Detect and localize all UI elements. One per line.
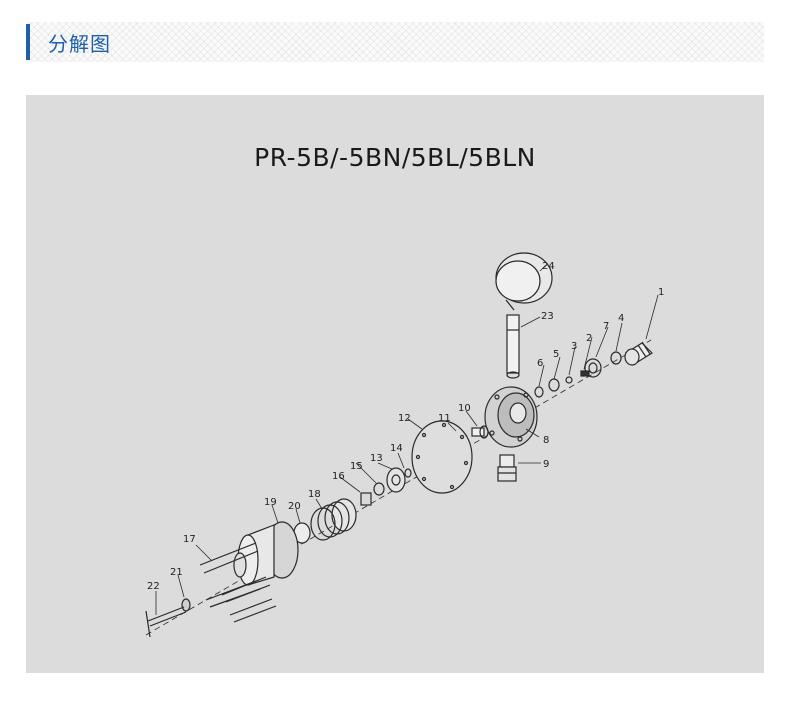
part-label: 10 bbox=[458, 403, 471, 414]
part-adjusting-screw bbox=[145, 606, 187, 638]
part-label: 2 bbox=[586, 333, 592, 344]
section-title: 分解图 bbox=[48, 32, 111, 56]
section-header: 分解图 bbox=[26, 22, 764, 62]
part-bolts-17 bbox=[199, 542, 277, 623]
part-bonnet bbox=[233, 521, 299, 586]
part-label: 18 bbox=[308, 489, 321, 500]
exploded-view-panel: PR-5B/-5BN/5BL/5BLN bbox=[26, 95, 764, 673]
model-title: PR-5B/-5BN/5BL/5BLN bbox=[254, 143, 536, 172]
part-body bbox=[484, 386, 538, 448]
part-fitting bbox=[624, 341, 653, 366]
part-diaphragm bbox=[411, 420, 473, 494]
part-washer-14 bbox=[404, 468, 412, 478]
part-ring-15 bbox=[373, 482, 385, 496]
part-ring-4 bbox=[610, 351, 622, 365]
part-label: 24 bbox=[542, 261, 555, 272]
part-label: 6 bbox=[537, 358, 543, 369]
part-label: 3 bbox=[571, 341, 577, 352]
part-stem bbox=[506, 314, 520, 379]
part-label: 11 bbox=[438, 413, 451, 424]
part-ring-6 bbox=[534, 386, 544, 398]
part-label: 8 bbox=[543, 435, 549, 446]
part-label: 14 bbox=[390, 443, 403, 454]
part-label: 17 bbox=[183, 534, 196, 545]
part-label: 9 bbox=[543, 459, 549, 470]
part-label: 12 bbox=[398, 413, 411, 424]
part-label: 5 bbox=[553, 349, 559, 360]
exploded-view-drawing: 1 2 3 4 5 6 7 8 9 10 11 12 13 14 15 16 1… bbox=[145, 252, 664, 638]
part-spring-18 bbox=[310, 498, 357, 541]
part-label: 19 bbox=[264, 497, 277, 508]
part-spring-2 bbox=[580, 370, 590, 377]
part-label: 21 bbox=[170, 567, 183, 578]
header-accent-bar bbox=[26, 24, 30, 60]
part-label: 4 bbox=[618, 313, 624, 324]
part-valve bbox=[471, 425, 489, 439]
part-gauge bbox=[495, 252, 553, 311]
part-label: 1 bbox=[658, 287, 664, 298]
part-label: 13 bbox=[370, 453, 383, 464]
part-ring-7 bbox=[584, 358, 602, 378]
part-label: 23 bbox=[541, 311, 554, 322]
part-label: 7 bbox=[603, 321, 609, 332]
part-label: 20 bbox=[288, 501, 301, 512]
part-label: 22 bbox=[147, 581, 160, 592]
part-nut-21 bbox=[181, 598, 191, 612]
part-label: 15 bbox=[350, 461, 363, 472]
part-nut-16 bbox=[360, 492, 372, 506]
part-plate-13 bbox=[386, 467, 406, 493]
part-ring-5 bbox=[548, 378, 560, 392]
part-ball-3 bbox=[565, 376, 573, 384]
part-bottom-fitting bbox=[497, 454, 517, 482]
part-label: 16 bbox=[332, 471, 345, 482]
